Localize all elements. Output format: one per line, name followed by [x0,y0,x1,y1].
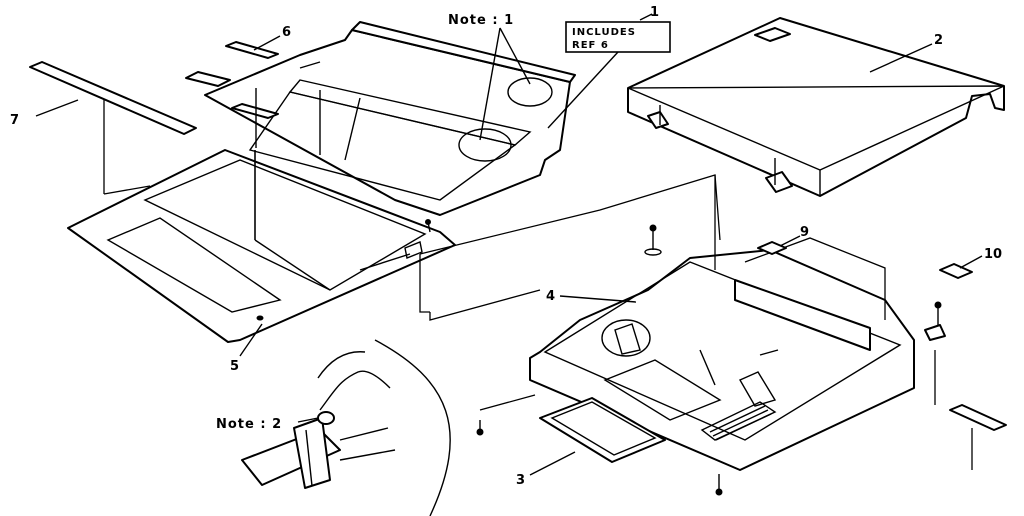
part-7-strip [29,61,197,195]
part-6-strip [185,35,281,87]
callout-3: 3 [516,473,525,488]
callout-10: 10 [984,247,1002,262]
part-5-base-plate [67,149,456,357]
part-9-pad [757,235,801,255]
callout-5: 5 [230,359,239,374]
callout-1: 1 [650,5,659,20]
includes-ref-box: INCLUDES REF 6 [547,13,671,129]
bottom-right-strip [949,404,1007,470]
includes-line-1: INCLUDES [572,27,636,38]
callout-labels: Note : 1 Note : 2 1 2 3 4 5 6 7 9 10 [10,5,1002,488]
note-2-label: Note : 2 [216,417,282,432]
note-1-label: Note : 1 [448,13,514,28]
includes-line-2: REF 6 [572,40,609,51]
note-2-detail-view [241,339,451,516]
part-3-tray [529,397,666,476]
alignment-lines [254,150,721,321]
callout-4: 4 [546,289,555,304]
callout-2: 2 [934,33,943,48]
callout-7: 7 [10,113,19,128]
callout-9: 9 [800,225,809,240]
part-2-lid [627,17,1005,197]
note-1-pointers [479,27,531,141]
part-10-strip [939,255,983,279]
callout-6: 6 [282,25,291,40]
part-1-top-cover [204,21,576,216]
